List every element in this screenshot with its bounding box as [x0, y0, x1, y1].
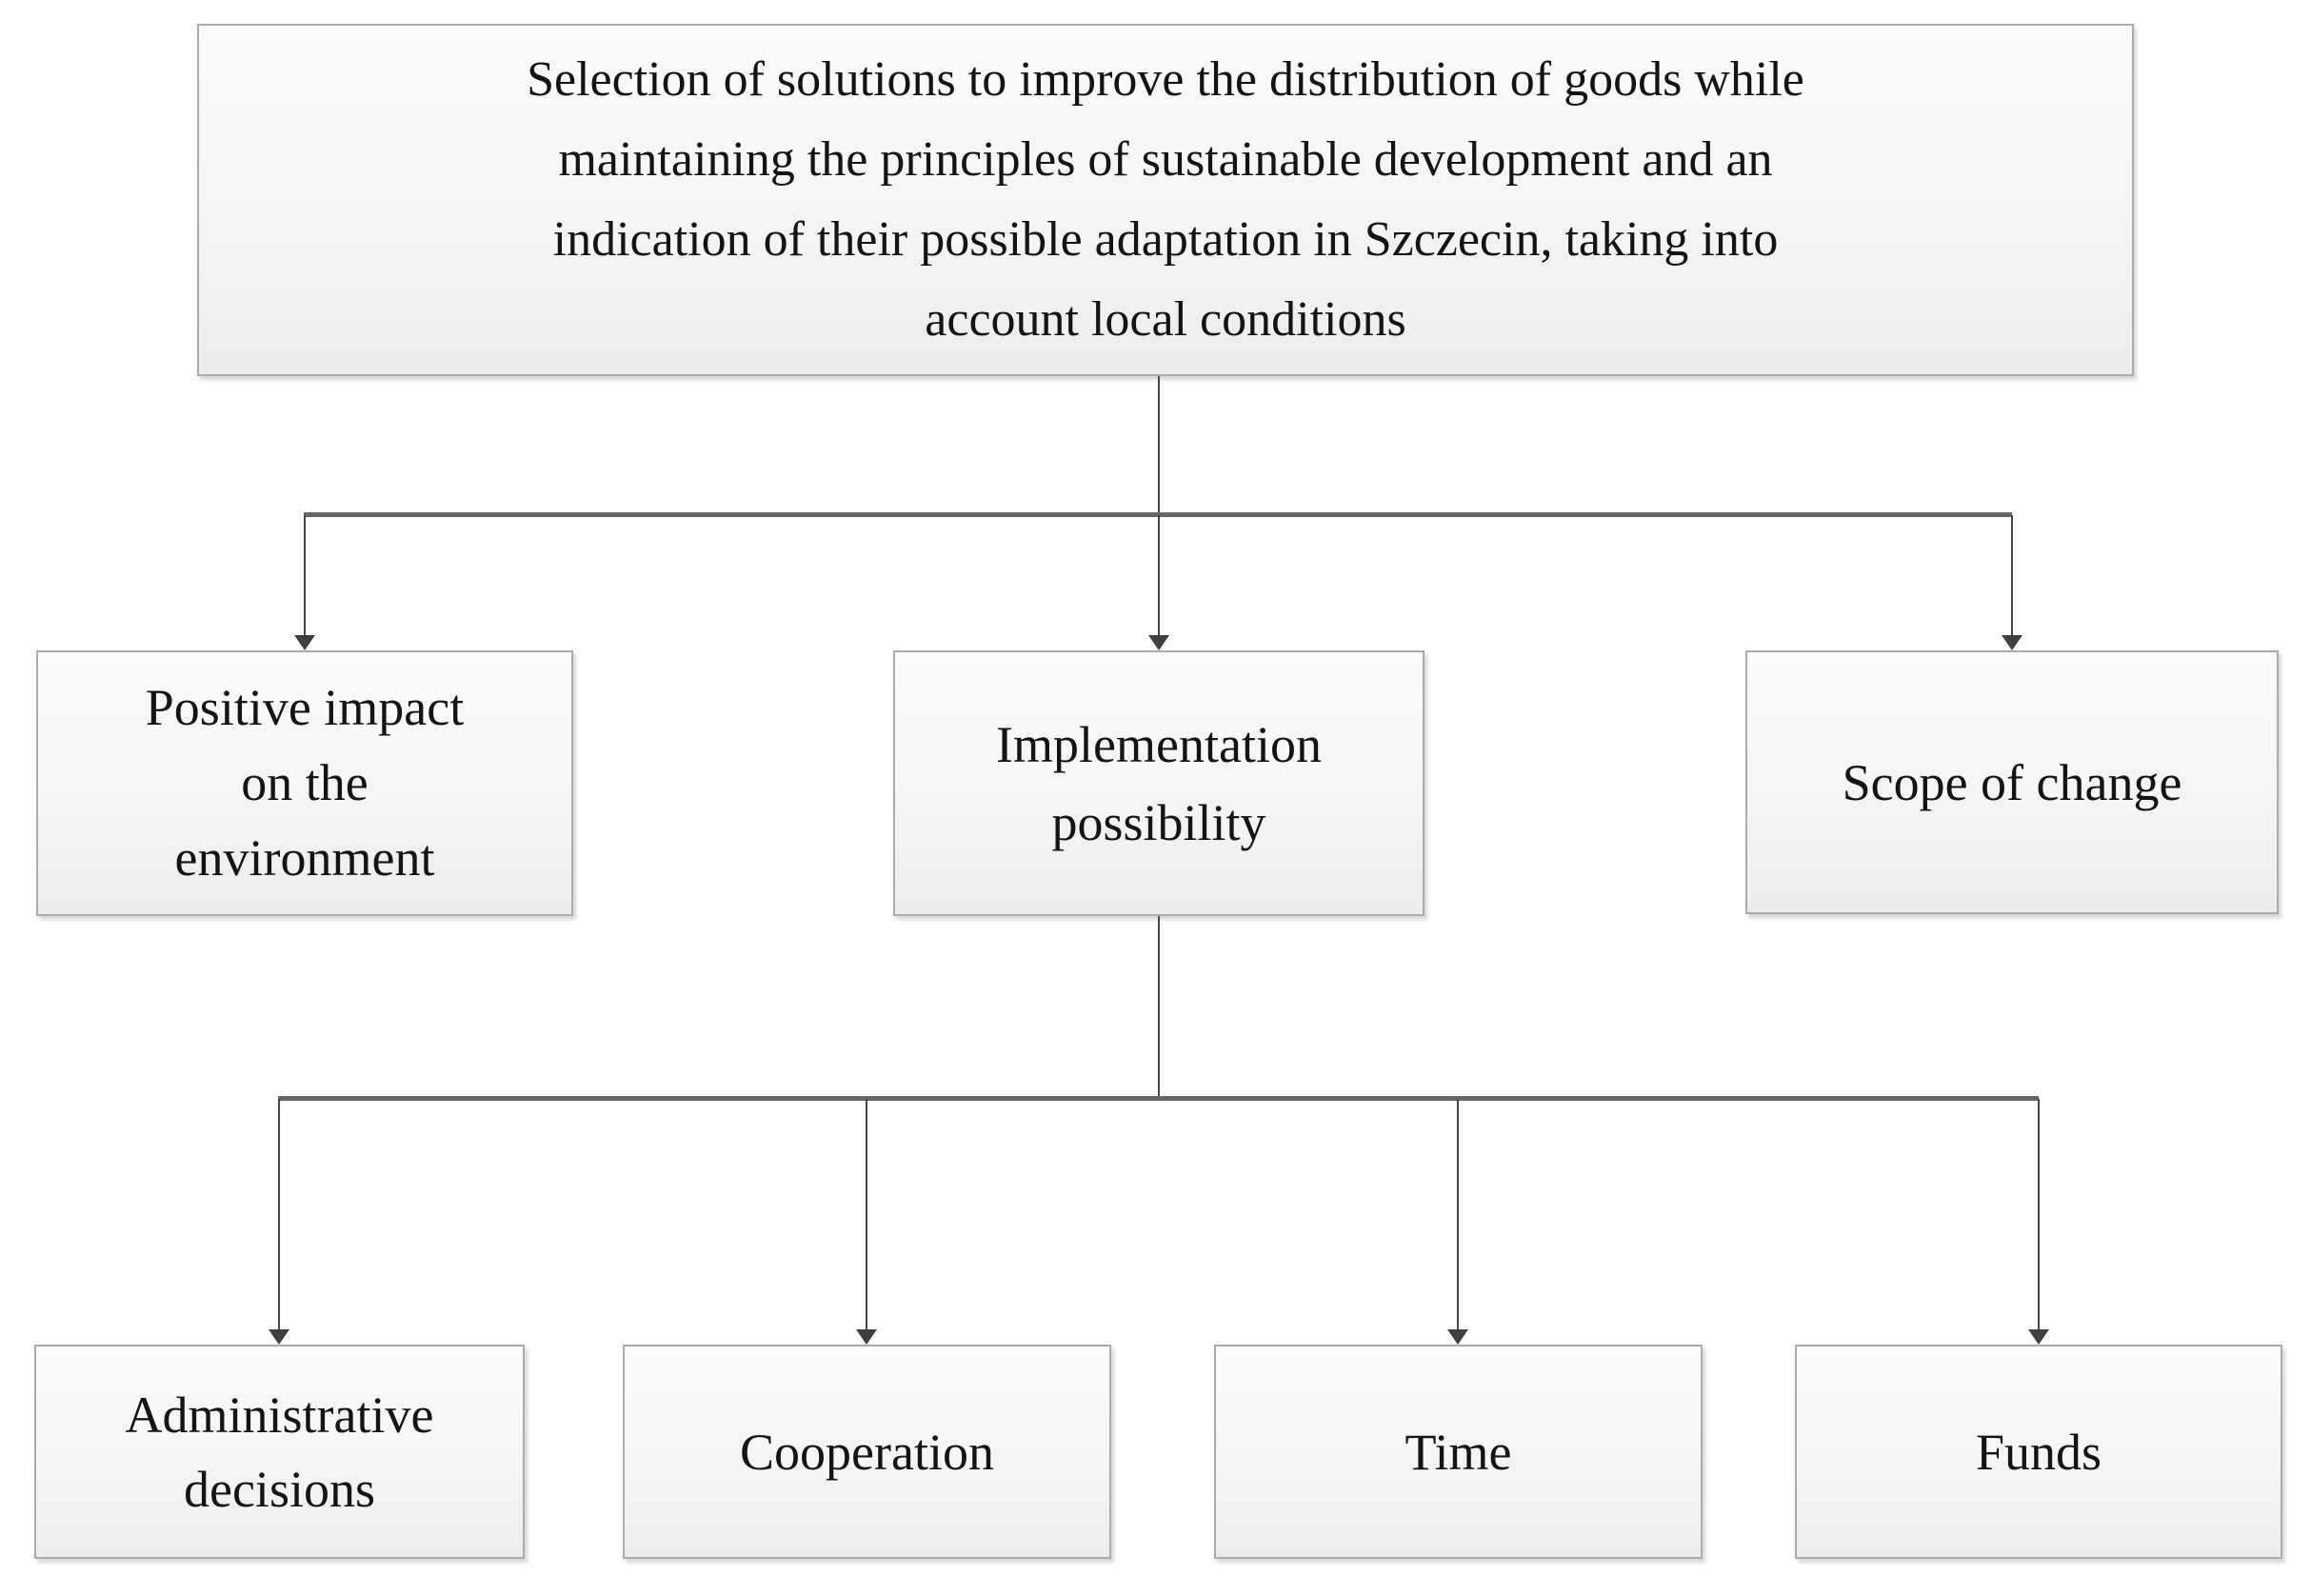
connector-to-administrative-decisions [278, 1099, 280, 1331]
connector-to-cooperation [866, 1099, 867, 1331]
connector-root-trunk [1158, 376, 1160, 515]
arrow-down-icon [2002, 635, 2022, 650]
node-cooperation: Cooperation [623, 1345, 1111, 1559]
arrow-down-icon [269, 1329, 289, 1345]
node-administrative-decisions: Administrative decisions [34, 1345, 525, 1559]
connector-to-funds [2038, 1099, 2040, 1331]
node-cooperation-label: Cooperation [740, 1423, 994, 1481]
connector-lower-horizontal [278, 1096, 2039, 1101]
node-scope-of-change-label: Scope of change [1842, 753, 2182, 811]
connector-to-scope-of-change [2011, 515, 2013, 637]
connector-to-implementation-possibility [1158, 515, 1160, 637]
connector-upper-horizontal [304, 512, 2012, 517]
node-administrative-decisions-label: Administrative decisions [125, 1386, 434, 1518]
node-implementation-possibility: Implementation possibility [893, 650, 1424, 916]
node-positive-impact-label: Positive impact on the environment [145, 679, 465, 887]
node-positive-impact-on-environment: Positive impact on the environment [36, 650, 573, 916]
connector-to-positive-impact [304, 515, 306, 637]
node-implementation-possibility-label: Implementation possibility [996, 715, 1322, 851]
arrow-down-icon [856, 1329, 877, 1345]
arrow-down-icon [2028, 1329, 2049, 1345]
arrow-down-icon [294, 635, 315, 650]
node-time-label: Time [1405, 1423, 1512, 1481]
connector-to-time [1457, 1099, 1459, 1331]
node-scope-of-change: Scope of change [1745, 650, 2279, 914]
node-time: Time [1214, 1345, 1703, 1559]
node-funds: Funds [1795, 1345, 2282, 1559]
node-root-label: Selection of solutions to improve the di… [527, 52, 1804, 347]
arrow-down-icon [1148, 635, 1169, 650]
node-funds-label: Funds [1975, 1423, 2102, 1481]
node-root-selection-of-solutions: Selection of solutions to improve the di… [197, 24, 2134, 376]
connector-implementation-trunk [1158, 916, 1160, 1099]
arrow-down-icon [1447, 1329, 1468, 1345]
